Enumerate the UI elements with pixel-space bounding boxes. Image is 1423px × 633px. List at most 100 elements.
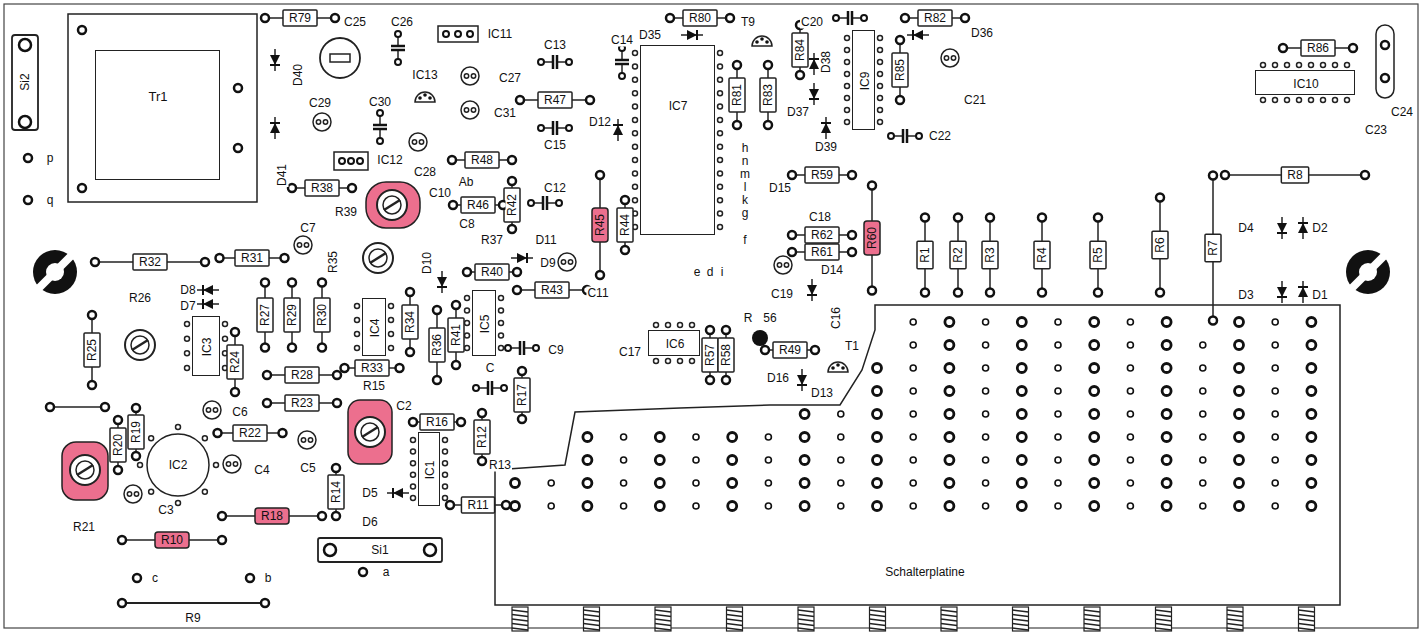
transistor-symbol xyxy=(752,36,772,46)
capacitor-symbol xyxy=(391,31,405,65)
pcb-artwork xyxy=(583,456,592,465)
resistor-symbol xyxy=(314,279,330,352)
pcb-artwork xyxy=(138,463,143,468)
capacitor-symbol xyxy=(888,129,922,143)
pcb-artwork xyxy=(878,84,883,89)
part-label: D9 xyxy=(539,257,556,270)
ic-box: IC2 xyxy=(146,433,210,497)
pcb-artwork xyxy=(760,78,776,112)
pcb-artwork xyxy=(1127,388,1133,394)
resistor-symbol xyxy=(516,92,594,108)
part-label: C29 xyxy=(308,97,332,110)
pcb-artwork xyxy=(788,248,796,256)
pcb-artwork xyxy=(465,333,470,338)
part-label: d xyxy=(706,266,715,279)
pcb-artwork xyxy=(281,254,289,262)
pcb-artwork xyxy=(1090,410,1099,419)
pcb-artwork xyxy=(499,333,504,338)
pcb-artwork xyxy=(1235,456,1244,465)
pcb-artwork xyxy=(1162,456,1171,465)
part-label: C6 xyxy=(231,406,248,419)
pcb-artwork xyxy=(733,121,741,129)
pcb-artwork xyxy=(465,152,499,168)
pcb-artwork xyxy=(633,64,638,69)
pcb-artwork xyxy=(1094,289,1102,297)
part-name: IC4 xyxy=(369,318,382,339)
part-label: R xyxy=(743,312,754,325)
pcb-artwork xyxy=(389,332,394,337)
pcb-artwork xyxy=(84,333,100,367)
resistor-symbol xyxy=(110,416,126,474)
part-label: C2 xyxy=(395,400,412,413)
pcb-artwork xyxy=(499,346,504,351)
part-label: i xyxy=(720,266,725,279)
pcb-artwork xyxy=(511,502,520,511)
pcb-artwork xyxy=(838,434,844,440)
pcb-artwork xyxy=(1162,341,1171,350)
pcb-artwork xyxy=(389,346,394,351)
part-label: 56 xyxy=(762,312,777,325)
pcb-artwork xyxy=(773,342,807,358)
part-label: C10 xyxy=(428,187,452,200)
pcb-artwork xyxy=(983,457,989,463)
pcb-artwork xyxy=(1301,40,1335,56)
resistor-symbol xyxy=(429,306,445,384)
pcb-artwork xyxy=(176,501,181,506)
part-label: C17 xyxy=(618,346,642,359)
pcb-artwork xyxy=(284,298,300,332)
pcb-artwork xyxy=(1013,607,1029,631)
pcb-artwork xyxy=(728,433,737,442)
pcb-artwork xyxy=(1299,624,1315,626)
board-region-outline xyxy=(495,305,1340,605)
part-label: R27 xyxy=(259,303,272,327)
pcb-artwork xyxy=(202,436,207,441)
part-label: c xyxy=(151,572,159,585)
pcb-artwork xyxy=(185,322,190,327)
pcb-artwork xyxy=(728,479,737,488)
pcb-artwork xyxy=(727,624,743,626)
solder-pad xyxy=(443,31,449,37)
pcb-artwork xyxy=(333,399,341,407)
pcb-artwork xyxy=(1272,411,1278,417)
part-label: D11 xyxy=(534,234,557,247)
pcb-artwork xyxy=(941,610,957,612)
part-label: D10 xyxy=(421,251,434,275)
pcb-artwork xyxy=(318,344,326,352)
pcb-artwork xyxy=(941,615,957,617)
trimmer-symbol xyxy=(125,330,155,360)
pcb-artwork xyxy=(235,250,269,266)
part-label: C20 xyxy=(800,16,824,29)
pcb-artwork xyxy=(149,436,154,441)
part-label: R3 xyxy=(984,246,997,263)
resistor-symbol xyxy=(982,214,998,297)
pcb-artwork xyxy=(1156,615,1172,617)
part-label: R33 xyxy=(360,362,384,375)
resistor-symbol xyxy=(341,360,404,376)
pcb-artwork xyxy=(983,434,989,440)
pcb-artwork xyxy=(457,418,465,426)
pcb-artwork xyxy=(1235,318,1244,327)
part-label: C26 xyxy=(390,16,414,29)
pcb-artwork xyxy=(1034,241,1050,268)
pcb-artwork xyxy=(1333,98,1338,103)
pcb-artwork xyxy=(1200,480,1206,486)
pcb-artwork xyxy=(1090,364,1099,373)
part-label: R31 xyxy=(240,252,264,265)
pcb-artwork xyxy=(1055,503,1061,509)
transformer-frame xyxy=(68,14,257,202)
pcb-artwork xyxy=(896,36,904,44)
pcb-artwork xyxy=(848,248,856,256)
pcb-artwork xyxy=(261,279,269,287)
pcb-artwork xyxy=(765,480,771,486)
resistor-symbol xyxy=(666,10,734,26)
pcb-artwork xyxy=(318,279,326,287)
part-label: R40 xyxy=(480,266,504,279)
part-label: R84 xyxy=(794,38,807,62)
pcb-artwork xyxy=(864,221,880,255)
pcb-artwork xyxy=(718,131,723,136)
part-label: k xyxy=(741,194,749,207)
pcb-artwork xyxy=(1013,615,1029,617)
pcb-artwork xyxy=(1200,388,1206,394)
solder-pad xyxy=(1381,74,1389,82)
pcb-artwork xyxy=(765,457,771,463)
